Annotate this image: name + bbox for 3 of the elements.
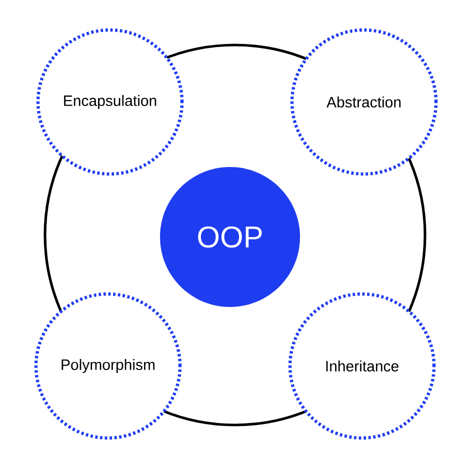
node-label: Inheritance [326, 360, 398, 372]
node-label: Abstraction [326, 96, 401, 108]
node-label: Polymorphism [62, 359, 154, 373]
